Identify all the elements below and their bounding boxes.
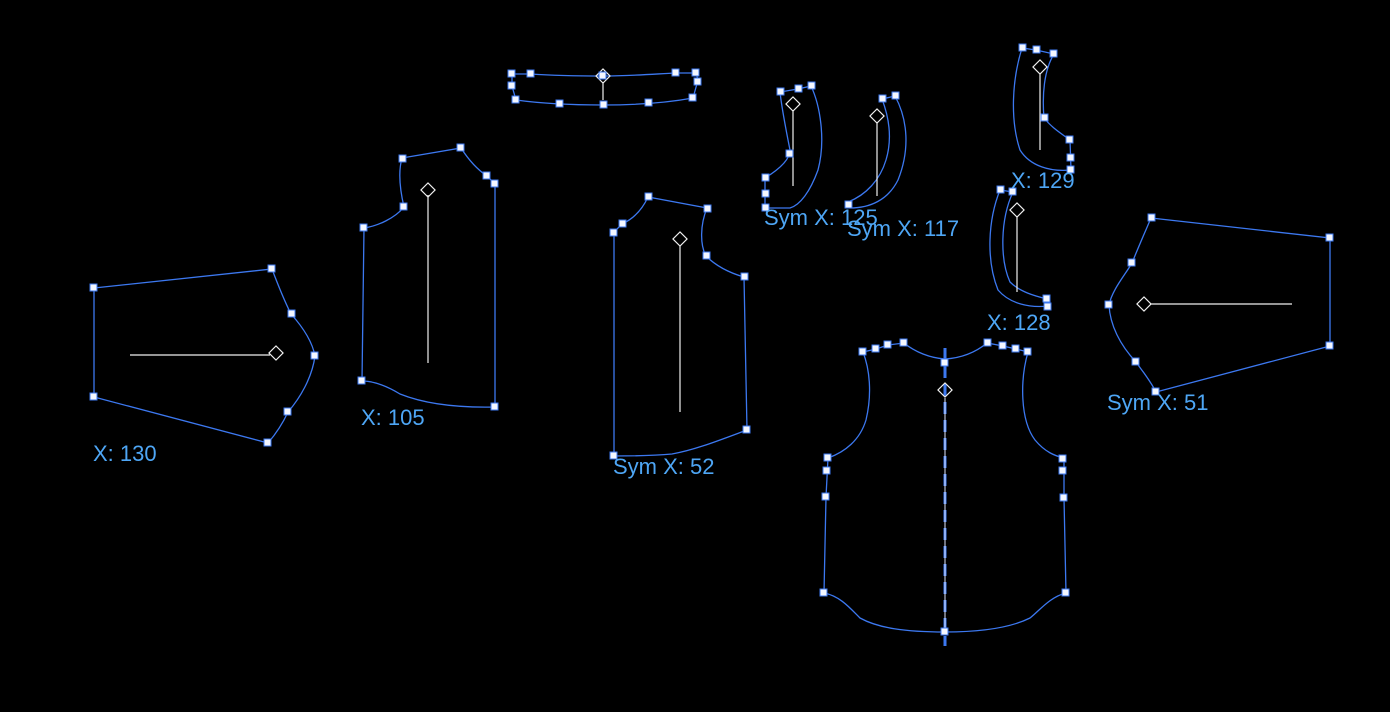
pattern-piece-front[interactable]	[609, 192, 751, 460]
pattern-piece-facing-4[interactable]	[989, 185, 1052, 311]
piece-label-facing-4: X: 128	[987, 310, 1051, 335]
control-points[interactable]	[996, 185, 1052, 311]
grainline-handle-icon[interactable]	[937, 382, 953, 398]
grainline-handle-icon[interactable]	[1009, 202, 1025, 218]
pattern-piece-facing-1[interactable]	[761, 81, 823, 212]
piece-label-facing-3: X: 129	[1011, 168, 1075, 193]
grainline-handle-icon[interactable]	[672, 231, 688, 247]
control-points[interactable]	[357, 143, 499, 411]
piece-label-facing-1: Sym X: 125	[764, 205, 878, 230]
piece-label-sleeve-left: X: 130	[93, 441, 157, 466]
grainline-handle-icon[interactable]	[268, 345, 284, 361]
control-points[interactable]	[507, 68, 702, 109]
pattern-piece-sleeve-left[interactable]	[89, 264, 319, 447]
control-points[interactable]	[1018, 43, 1075, 174]
grainline-handle-icon[interactable]	[869, 108, 885, 124]
piece-label-front: Sym X: 52	[613, 454, 715, 479]
pattern-piece-facing-2[interactable]	[844, 91, 907, 209]
pattern-piece-sleeve-right[interactable]	[1104, 213, 1334, 396]
control-points[interactable]	[844, 91, 900, 209]
piece-label-back: X: 105	[361, 405, 425, 430]
control-points[interactable]	[1104, 213, 1334, 396]
grainline-handle-icon[interactable]	[785, 96, 801, 112]
grainline-handle-icon[interactable]	[1136, 296, 1152, 312]
piece-label-facing-2: Sym X: 117	[847, 216, 960, 241]
grainline-handle-icon[interactable]	[420, 182, 436, 198]
piece-label-sleeve-right: Sym X: 51	[1107, 390, 1209, 415]
pattern-piece-center-back[interactable]	[819, 338, 1070, 646]
grainline-handle-icon[interactable]	[1032, 59, 1048, 75]
pattern-piece-facing-3[interactable]	[1012, 43, 1075, 174]
control-points[interactable]	[819, 338, 1070, 636]
control-points[interactable]	[89, 264, 319, 447]
pattern-piece-collar[interactable]	[507, 68, 702, 109]
control-points[interactable]	[609, 192, 751, 460]
pattern-piece-back[interactable]	[357, 143, 499, 411]
control-points[interactable]	[761, 81, 816, 212]
